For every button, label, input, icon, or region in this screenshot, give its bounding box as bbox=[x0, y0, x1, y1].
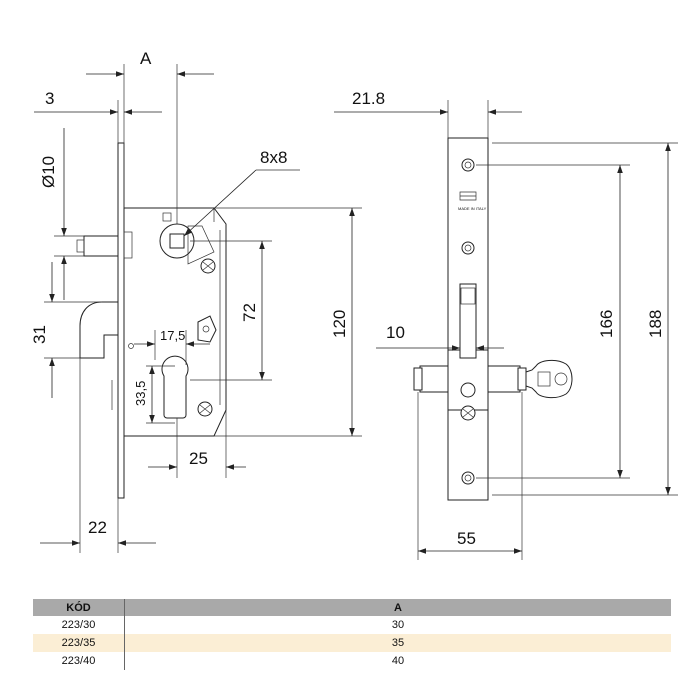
side-faceplate bbox=[117, 142, 125, 499]
faceplate-hole-top bbox=[461, 158, 475, 172]
table-row: 223/40 40 bbox=[33, 652, 671, 670]
dim-8x8-leader bbox=[183, 169, 257, 237]
dim-120-label: 120 bbox=[330, 310, 349, 338]
pin-bolt-collar bbox=[123, 231, 133, 259]
follower-tab bbox=[162, 212, 172, 222]
front-faceplate-overlay bbox=[447, 349, 489, 411]
faceplate-hole-upper-inner bbox=[464, 244, 472, 252]
side-view: A 3 Ø10 8x8 31 17,5 33,5 bbox=[30, 49, 362, 553]
table-header-a: A bbox=[124, 599, 671, 616]
dim-8x8-label: 8x8 bbox=[260, 148, 287, 167]
faceplate-hole-top-inner bbox=[464, 161, 472, 169]
dim-21-8-label: 21.8 bbox=[352, 89, 385, 108]
hook-latch bbox=[79, 301, 119, 359]
table-header-row: KÓD A bbox=[33, 599, 671, 616]
table-row: 223/30 30 bbox=[33, 616, 671, 634]
cylinder-right-cap bbox=[517, 367, 527, 391]
table-cell-code: 223/30 bbox=[33, 616, 125, 634]
latch-tab bbox=[197, 315, 217, 343]
hook-latch-front bbox=[459, 283, 477, 359]
manufacturer-logo bbox=[459, 191, 477, 201]
faceplate-screw-cross bbox=[462, 408, 474, 418]
dim-22-label: 22 bbox=[88, 518, 107, 537]
spec-table: KÓD A 223/30 30 223/35 35 223/40 40 bbox=[33, 599, 671, 670]
table-cell-a: 40 bbox=[391, 655, 405, 667]
table-header-kod: KÓD bbox=[33, 599, 125, 616]
front-view: MADE IN ITALY 21.8 10 166 188 55 bbox=[334, 89, 678, 560]
key-head-slot bbox=[537, 371, 551, 387]
screw-lower-cross bbox=[199, 404, 211, 414]
dim-31-label: 31 bbox=[30, 325, 49, 344]
faceplate-hole-bottom bbox=[461, 471, 475, 485]
table-cell-a: 30 bbox=[391, 619, 405, 631]
lever-arm bbox=[187, 225, 215, 265]
small-pin-hole bbox=[128, 343, 134, 349]
cylinder-left-cap bbox=[413, 367, 423, 391]
faceplate-hole-follower bbox=[460, 382, 476, 398]
dim-a-label: A bbox=[140, 49, 152, 68]
dim-d10-label: Ø10 bbox=[39, 156, 58, 188]
key-icon bbox=[525, 359, 573, 399]
screw-upper-cross bbox=[202, 261, 214, 271]
table-cell-code: 223/35 bbox=[33, 634, 125, 652]
faceplate-text: MADE IN ITALY bbox=[458, 206, 487, 211]
pin-bolt-tip bbox=[76, 239, 85, 253]
pin-bolt bbox=[83, 235, 119, 257]
cylinder-cutout bbox=[161, 355, 189, 419]
dim-55-label: 55 bbox=[457, 529, 476, 548]
latch-tab-hole bbox=[202, 325, 210, 333]
dim-25-label: 25 bbox=[189, 449, 208, 468]
table-cell-a: 35 bbox=[124, 634, 671, 652]
dim-10-label: 10 bbox=[386, 323, 405, 342]
table-cell-code: 223/40 bbox=[33, 652, 125, 670]
case-inner-edge bbox=[213, 208, 221, 405]
key-head-hole bbox=[554, 372, 568, 386]
follower-square-8x8 bbox=[169, 233, 185, 249]
faceplate-hole-bottom-inner bbox=[464, 474, 472, 482]
dim-188-label: 188 bbox=[646, 310, 665, 338]
dim-166-label: 166 bbox=[597, 310, 616, 338]
dim-72-label: 72 bbox=[240, 303, 259, 322]
lock-technical-drawing: A 3 Ø10 8x8 31 17,5 33,5 bbox=[30, 49, 678, 560]
dim-17-5-label: 17,5 bbox=[160, 328, 185, 343]
dim-33-5-label: 33,5 bbox=[133, 381, 148, 406]
dim-3-label: 3 bbox=[45, 89, 54, 108]
table-row: 223/35 35 bbox=[33, 634, 671, 652]
hook-latch-front-top bbox=[460, 287, 476, 305]
faceplate-hole-upper bbox=[461, 241, 475, 255]
